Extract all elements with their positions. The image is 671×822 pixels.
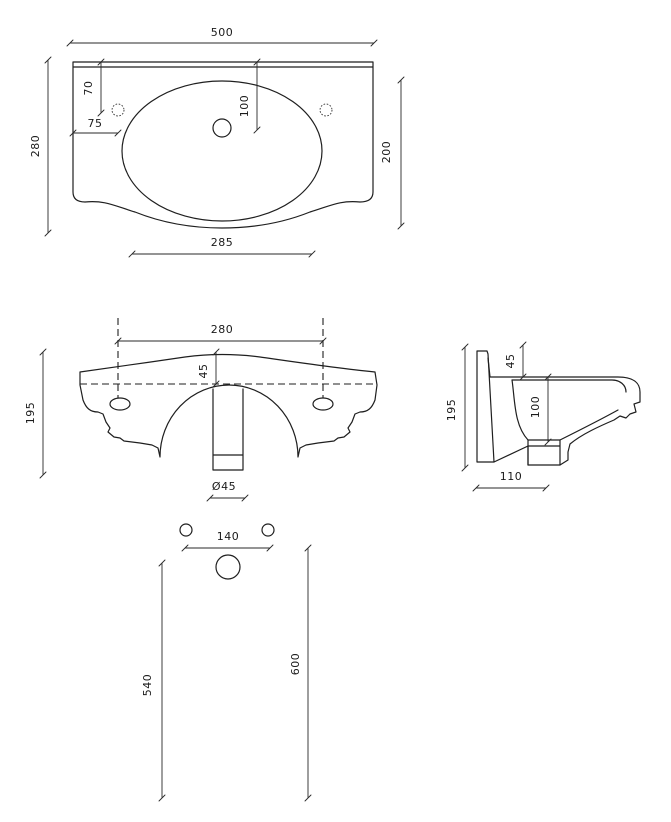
plan-outline — [72, 61, 374, 229]
dimension-line-540 — [158, 559, 166, 802]
dimension-line-500 — [66, 39, 378, 47]
side-back-plate — [476, 350, 495, 463]
dimension-label-200: 200 — [380, 141, 393, 164]
dimension-line-45-side — [519, 341, 527, 381]
dimension-line-75 — [69, 129, 122, 137]
plan-view: 500 70 100 75 280 200 285 — [29, 26, 405, 258]
fixing-hole-left — [109, 397, 131, 411]
dimension-line-100 — [253, 58, 261, 134]
dimension-label-140: 140 — [217, 530, 240, 543]
dimension-line-280-depth — [44, 56, 52, 237]
wall-waste-hole — [215, 554, 241, 580]
dimension-label-70: 70 — [82, 81, 95, 96]
dimension-line-195-front — [39, 348, 47, 479]
front-outline — [79, 353, 378, 458]
waste-pipe — [212, 388, 244, 471]
tap-hole-left — [111, 103, 125, 117]
dimension-line-195-side — [461, 343, 469, 472]
dimension-line-100-side — [544, 373, 552, 446]
dimension-line-285 — [128, 250, 316, 258]
wall-hole-right — [261, 523, 275, 537]
bowl-oval — [121, 80, 323, 222]
wall-fixing-view: 140 540 600 — [141, 523, 312, 802]
dimension-label-540: 540 — [141, 674, 154, 697]
side-view: 195 45 100 110 — [445, 341, 641, 492]
dimension-label-45-front: 45 — [197, 364, 210, 379]
front-view: 280 45 195 Ø45 — [24, 318, 378, 502]
dimension-label-285: 285 — [211, 236, 234, 249]
dimension-label-110: 110 — [500, 470, 523, 483]
tap-hole-right — [319, 103, 333, 117]
dimension-label-600: 600 — [289, 653, 302, 676]
dimension-label-280-depth: 280 — [29, 135, 42, 158]
dimension-line-70 — [97, 58, 105, 117]
dimension-line-600 — [304, 544, 312, 802]
dimension-line-140 — [181, 544, 274, 552]
waste-hole — [212, 118, 232, 138]
dimension-line-waste-diameter — [206, 494, 249, 502]
dimension-label-195-side: 195 — [445, 399, 458, 422]
fixing-hole-right — [312, 397, 334, 411]
dimension-label-75: 75 — [88, 117, 103, 130]
dimension-line-110 — [472, 484, 550, 492]
dimension-label-500: 500 — [211, 26, 234, 39]
side-bowl-outline — [487, 357, 641, 466]
dimension-line-280-holes — [114, 337, 327, 345]
dimension-label-280-holes: 280 — [211, 323, 234, 336]
dimension-label-100: 100 — [238, 95, 251, 118]
dimension-label-100-side: 100 — [529, 396, 542, 419]
dimension-label-waste-diameter: Ø45 — [212, 480, 236, 493]
side-bowl-inner — [511, 379, 627, 441]
side-waste-outlet — [527, 439, 561, 466]
dimension-label-45-side: 45 — [504, 354, 517, 369]
dimension-label-195-front: 195 — [24, 402, 37, 425]
wall-hole-left — [179, 523, 193, 537]
dimension-line-45-front — [212, 348, 220, 388]
dimension-line-200 — [397, 76, 405, 230]
